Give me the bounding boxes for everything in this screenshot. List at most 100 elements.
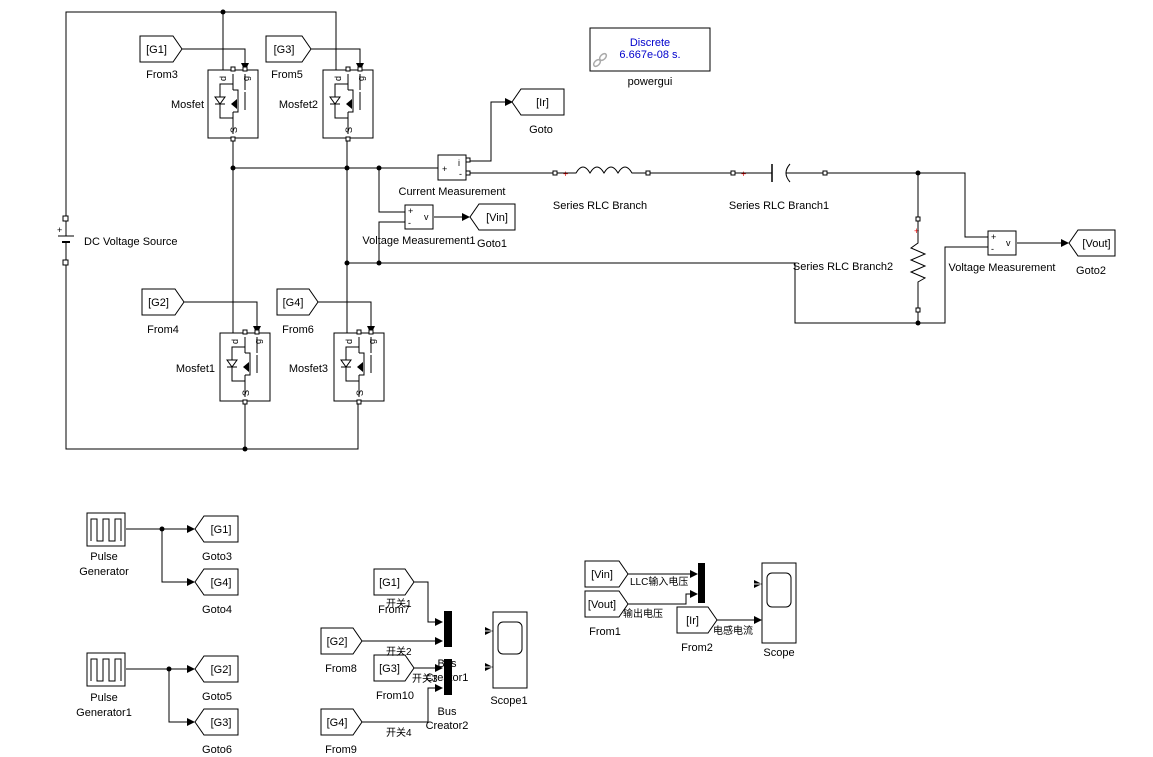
tag-label: [G3] bbox=[274, 44, 295, 56]
bus-creator3[interactable] bbox=[698, 563, 705, 603]
bus-creator2-label-2: Creator2 bbox=[426, 720, 469, 732]
bus-creator2[interactable]: Bus Creator2 bbox=[426, 659, 469, 732]
from-block-from_vin[interactable]: [Vin] bbox=[584, 560, 629, 588]
block-name: Goto bbox=[529, 124, 553, 136]
mosfet-pin-s: S bbox=[355, 390, 365, 396]
current-meas-minus: - bbox=[459, 169, 462, 179]
vm-v-port: v bbox=[1006, 238, 1011, 248]
tag-label: [G1] bbox=[146, 44, 167, 56]
goto-block-goto3[interactable]: [G1]Goto3 bbox=[194, 515, 239, 563]
powergui-name: powergui bbox=[628, 76, 673, 88]
scope-block[interactable]: Scope bbox=[761, 562, 797, 659]
series-rlc-branch2-label: Series RLC Branch2 bbox=[793, 261, 893, 273]
voltage-measurement1-block[interactable]: + - v Voltage Measurement1 bbox=[362, 204, 476, 247]
tag-label: [Ir] bbox=[686, 615, 699, 627]
pulse-generator[interactable]: Pulse Generator bbox=[79, 512, 129, 578]
mosfet-pin-g: g bbox=[253, 339, 263, 344]
mosfet-label: Mosfet3 bbox=[289, 363, 328, 375]
from-block-from8[interactable]: [G2]From8 bbox=[320, 627, 363, 675]
from-block-from7[interactable]: [G1]From7 bbox=[373, 568, 415, 616]
scope1-label: Scope1 bbox=[490, 695, 527, 707]
mosfet-label: Mosfet2 bbox=[279, 99, 318, 111]
signal-output-voltage: 输出电压 bbox=[623, 607, 663, 620]
block-name: From10 bbox=[376, 690, 414, 702]
series-rlc-branch[interactable]: + Series RLC Branch bbox=[552, 166, 651, 212]
from-block-from6[interactable]: [G4] From6 bbox=[276, 288, 319, 336]
block-name: From4 bbox=[147, 324, 179, 336]
from-block-from1[interactable]: [Vout]From1 bbox=[584, 590, 629, 638]
vm1-minus: - bbox=[408, 218, 411, 228]
powergui-mode: Discrete bbox=[630, 37, 670, 49]
tag-label: [G4] bbox=[211, 577, 232, 589]
signal-labels: 开关1 开关2 开关3 开关4 LLC输入电压 输出电压 电感电流 bbox=[386, 575, 753, 739]
tag-label: [G1] bbox=[379, 577, 400, 589]
mosfet-label: Mosfet bbox=[171, 99, 204, 111]
series-rlc-branch2[interactable]: + Series RLC Branch2 bbox=[793, 216, 927, 313]
signal-llc-input-voltage: LLC输入电压 bbox=[630, 575, 688, 588]
mosfet-pin-s: S bbox=[241, 390, 251, 396]
block-name: From3 bbox=[146, 69, 178, 81]
block-name: From6 bbox=[282, 324, 314, 336]
block-name: From2 bbox=[681, 642, 713, 654]
powergui-sample-time: 6.667e-08 s. bbox=[619, 49, 680, 61]
voltage-measurement-block[interactable]: + - v Voltage Measurement bbox=[948, 230, 1056, 274]
junction-dots bbox=[159, 9, 921, 672]
dc-source-plus: + bbox=[57, 225, 62, 235]
goto-block-goto2[interactable]: [Vout]Goto2 bbox=[1068, 229, 1116, 277]
series-rlc-branch-label: Series RLC Branch bbox=[553, 200, 647, 212]
from-block-from2[interactable]: [Ir] From2 bbox=[676, 606, 718, 654]
power-wires bbox=[65, 11, 988, 450]
current-measurement-label: Current Measurement bbox=[399, 186, 506, 198]
scope1-block[interactable]: Scope1 bbox=[490, 611, 528, 707]
pulse-generator1[interactable]: Pulse Generator1 bbox=[76, 652, 132, 719]
scope-label: Scope bbox=[763, 647, 794, 659]
goto-block-goto5[interactable]: [G2] Goto5 bbox=[194, 655, 239, 703]
from-block-from5[interactable]: [G3] From5 bbox=[265, 35, 312, 81]
signal-inductor-current: 电感电流 bbox=[713, 624, 753, 637]
signal-sw1: 开关1 bbox=[386, 597, 412, 610]
pulse-generator-label-1: Pulse bbox=[90, 551, 118, 563]
series-rlc-branch1[interactable]: + Series RLC Branch1 bbox=[729, 163, 829, 212]
link-icon bbox=[592, 52, 608, 68]
mosfet-pin-d: d bbox=[333, 76, 343, 81]
block-name: Goto5 bbox=[202, 691, 232, 703]
goto-block-goto1[interactable]: [Vin] Goto1 bbox=[469, 203, 516, 250]
inductor-plus: + bbox=[563, 169, 568, 179]
dc-voltage-source[interactable]: + DC Voltage Source bbox=[57, 215, 178, 266]
signal-sw3: 开关3 bbox=[412, 672, 438, 685]
current-meas-plus: + bbox=[442, 164, 447, 174]
goto-block-goto4[interactable]: [G4]Goto4 bbox=[194, 568, 239, 616]
block-name: From5 bbox=[271, 69, 303, 81]
tag-label: [G2] bbox=[148, 297, 169, 309]
mosfet-label: Mosfet1 bbox=[176, 363, 215, 375]
tag-label: [G2] bbox=[211, 664, 232, 676]
goto-block-goto[interactable]: [Ir]Goto bbox=[511, 88, 565, 136]
block-name: From9 bbox=[325, 744, 357, 756]
tag-label: [G1] bbox=[211, 524, 232, 536]
mosfet-pin-g: g bbox=[367, 339, 377, 344]
tag-label: [Vin] bbox=[486, 212, 508, 224]
from-block-from3[interactable]: [G1] From3 bbox=[139, 35, 183, 81]
tag-label: [G4] bbox=[283, 297, 304, 309]
signal-sw4: 开关4 bbox=[386, 726, 412, 739]
from-block-from4[interactable]: [G2] From4 bbox=[141, 288, 185, 336]
block-name: Goto1 bbox=[477, 238, 507, 250]
current-measurement-block[interactable]: + i - Current Measurement bbox=[399, 154, 506, 198]
from-block-from9[interactable]: [G4]From9 bbox=[320, 708, 363, 756]
tag-label: [G3] bbox=[379, 663, 400, 675]
block-name: Goto6 bbox=[202, 744, 232, 756]
mosfet-pin-s: S bbox=[229, 127, 239, 133]
powergui-block[interactable]: Discrete 6.667e-08 s. powergui bbox=[589, 27, 711, 88]
mosfet-pin-s: S bbox=[344, 127, 354, 133]
series-rlc-branch1-label: Series RLC Branch1 bbox=[729, 200, 829, 212]
block-name: From1 bbox=[589, 626, 621, 638]
goto-block-goto6[interactable]: [G3]Goto6 bbox=[194, 708, 239, 756]
from-block-from10[interactable]: [G3] From10 bbox=[373, 654, 415, 702]
dc-source-label: DC Voltage Source bbox=[84, 236, 178, 248]
mosfet-pin-g: g bbox=[241, 76, 251, 81]
pulse-generator1-label-1: Pulse bbox=[90, 692, 118, 704]
